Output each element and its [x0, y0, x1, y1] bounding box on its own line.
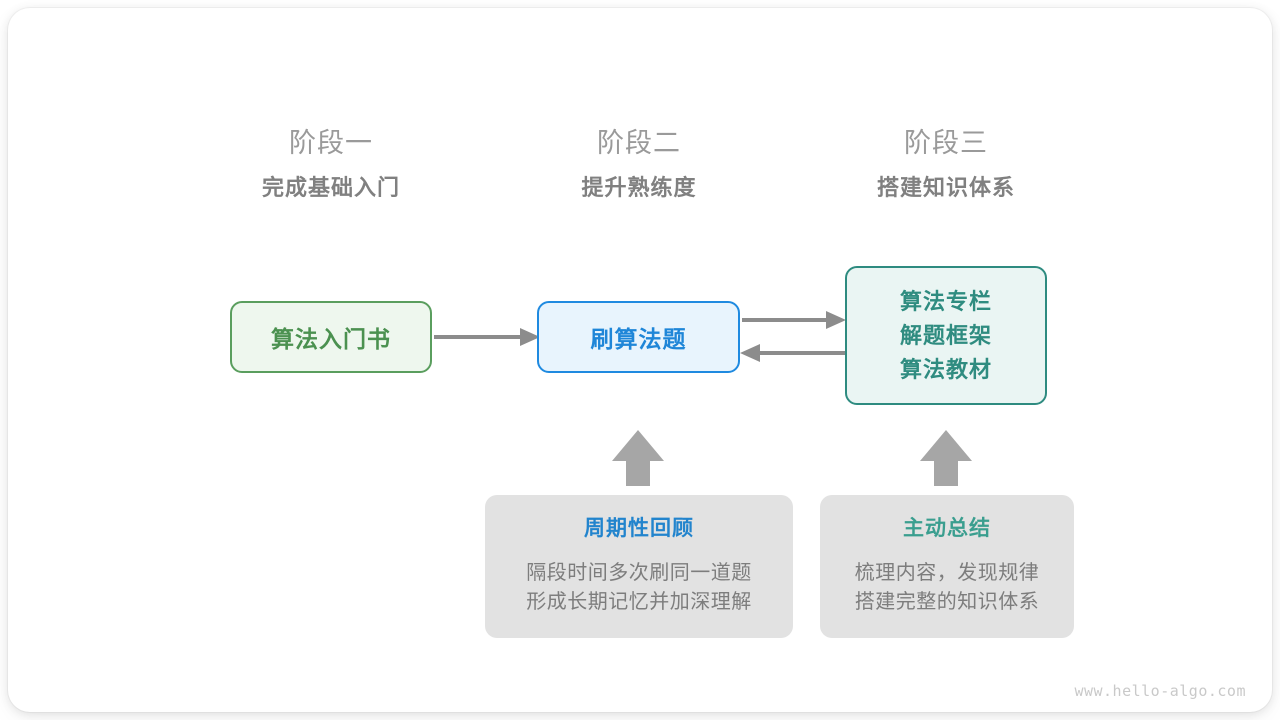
- note-summary-body-line-2: 搭建完整的知识体系: [854, 591, 1040, 613]
- note-card-review[interactable]: 周期性回顾 隔段时间多次刷同一道题 形成长期记忆并加深理解: [485, 495, 793, 638]
- node-resources[interactable]: 算法专栏 解题框架 算法教材: [845, 266, 1047, 405]
- stage-3-label: 阶段三: [904, 128, 988, 158]
- note-review-body-line-2: 形成长期记忆并加深理解: [526, 591, 752, 613]
- node-book[interactable]: 算法入门书: [230, 301, 432, 373]
- stage-1-subtitle: 完成基础入门: [261, 175, 400, 200]
- node-practice[interactable]: 刷算法题: [537, 301, 740, 373]
- stage-2-subtitle: 提升熟练度: [581, 175, 697, 200]
- stage-2-label: 阶段二: [597, 128, 681, 158]
- note-review-body-line-1: 隔段时间多次刷同一道题: [526, 562, 752, 584]
- node-resources-line-1: 算法专栏: [899, 288, 992, 314]
- note-review-body: 隔段时间多次刷同一道题 形成长期记忆并加深理解: [526, 559, 752, 617]
- watermark-url: www.hello-algo.com: [1074, 682, 1246, 700]
- stage-header-3: 阶段三 搭建知识体系: [816, 126, 1076, 202]
- node-practice-line-1: 刷算法题: [590, 326, 687, 352]
- note-review-title: 周期性回顾: [584, 517, 694, 540]
- note-card-summary[interactable]: 主动总结 梳理内容，发现规律 搭建完整的知识体系: [820, 495, 1074, 638]
- note-summary-title: 主动总结: [903, 517, 991, 540]
- node-resources-line-2: 解题框架: [899, 322, 992, 348]
- node-book-line-1: 算法入门书: [271, 326, 391, 352]
- stage-1-label: 阶段一: [289, 128, 373, 158]
- note-summary-body: 梳理内容，发现规律 搭建完整的知识体系: [855, 559, 1040, 617]
- stage-3-subtitle: 搭建知识体系: [876, 175, 1015, 200]
- stage-header-1: 阶段一 完成基础入门: [201, 126, 461, 202]
- node-resources-line-3: 算法教材: [899, 356, 992, 382]
- note-summary-body-line-1: 梳理内容，发现规律: [854, 562, 1040, 584]
- stage-header-2: 阶段二 提升熟练度: [509, 126, 769, 202]
